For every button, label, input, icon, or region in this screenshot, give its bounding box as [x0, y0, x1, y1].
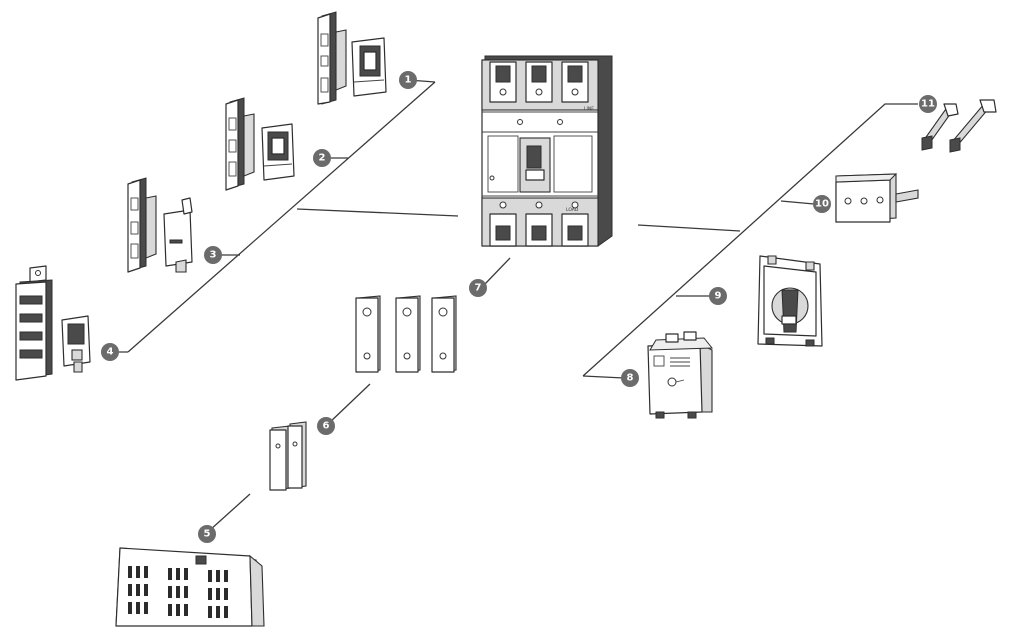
load-terminals [489, 201, 589, 247]
leader-6 [327, 383, 371, 425]
svg-text:10: 10 [815, 199, 829, 210]
callout-11: 11 [919, 95, 937, 113]
part-10-rear-terminal [835, 173, 919, 223]
callout-1: 1 [399, 71, 417, 89]
leader-left-to-breaker [296, 208, 459, 217]
callout-8: 8 [621, 369, 639, 387]
part-8-motor-operator [647, 331, 714, 419]
leader-8-11-trunk [582, 103, 918, 377]
part-5-terminal-cover [115, 547, 265, 627]
callout-5: 5 [198, 525, 216, 543]
callout-2: 2 [313, 149, 331, 167]
callout-3: 3 [204, 246, 222, 264]
leader-lines [110, 79, 918, 531]
part-11-bolts [921, 99, 997, 153]
line-terminals [489, 61, 589, 103]
part-2-alarm-contact [225, 97, 295, 191]
leader-5 [209, 493, 251, 531]
part-5-clips [269, 421, 307, 491]
part-9-rotary-operating-handle [757, 255, 823, 347]
svg-text:6: 6 [323, 421, 330, 432]
svg-text:5: 5 [204, 529, 211, 540]
svg-text:7: 7 [475, 283, 482, 294]
part-4-undervoltage-release [15, 265, 91, 381]
leader-1-4-trunk [127, 81, 436, 353]
svg-text:2: 2 [319, 153, 326, 164]
svg-text:4: 4 [107, 347, 114, 358]
callout-badges: 1 2 3 4 5 6 7 8 [101, 71, 937, 543]
callout-7: 7 [469, 279, 487, 297]
svg-text:8: 8 [627, 373, 634, 384]
operating-handle [519, 137, 551, 193]
svg-text:1: 1 [405, 75, 412, 86]
callout-10: 10 [813, 195, 831, 213]
svg-text:11: 11 [921, 99, 935, 110]
svg-text:3: 3 [210, 250, 217, 261]
part-3-shunt-trip [127, 177, 193, 273]
leader-7 [484, 257, 511, 285]
leader-right-to-breaker [637, 224, 741, 232]
callout-9: 9 [709, 287, 727, 305]
part-1-auxiliary-contact [317, 11, 387, 105]
circuit-breaker: LINE LOAD [481, 55, 613, 247]
cover-vent-slots [128, 566, 228, 618]
part-6-terminal-bars [355, 295, 457, 373]
callout-6: 6 [317, 417, 335, 435]
breaker-load-marking: LOAD [566, 207, 579, 213]
breaker-line-marking: LINE [584, 106, 594, 112]
leader-8-tick [582, 375, 625, 379]
callout-4: 4 [101, 343, 119, 361]
leader-10-tick [780, 200, 815, 205]
svg-text:9: 9 [715, 291, 722, 302]
